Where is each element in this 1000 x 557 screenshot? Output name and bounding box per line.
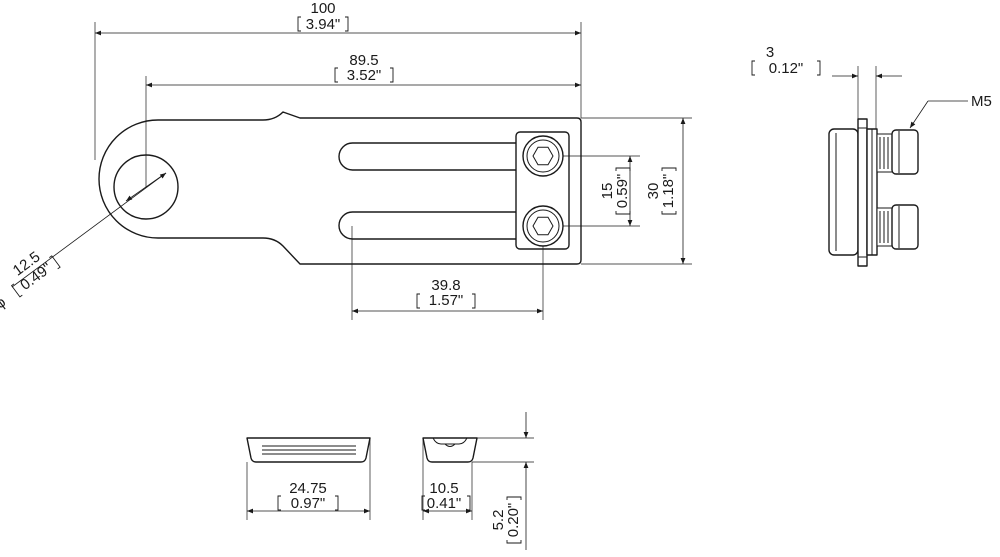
nut-height-mm: 5.2	[490, 510, 507, 531]
clamp-length-mm: 39.8	[431, 277, 460, 294]
screw-spacing-mm: 15	[599, 183, 616, 200]
plate-thickness-mm: 3	[766, 44, 774, 61]
nut-length-mm: 24.75	[289, 480, 327, 497]
clamp-block	[515, 131, 570, 250]
slot-length-inch: 3.52"	[347, 67, 382, 84]
dim-nut-length: 24.75 0.97"	[246, 438, 371, 520]
nut-width-mm: 10.5	[429, 480, 458, 497]
slot-length-mm: 89.5	[349, 52, 378, 69]
overall-length-mm: 100	[310, 0, 335, 17]
width-inch: 1.18"	[660, 174, 677, 209]
dim-screw-spacing: 15 0.59"	[563, 155, 640, 227]
t-nut-top-view	[246, 437, 371, 463]
dim-nut-width: 10.5 0.41"	[421, 438, 473, 520]
bracket-side-view	[828, 118, 919, 267]
overall-length-inch: 3.94"	[306, 16, 341, 33]
dim-nut-height: 5.2 0.20"	[472, 412, 534, 550]
socket-screw-upper	[522, 135, 564, 177]
nut-width-inch: 0.41"	[427, 495, 462, 512]
dim-width: 30 1.18"	[581, 117, 692, 265]
screw-spacing-inch: 0.59"	[614, 174, 631, 209]
bracket-top-view	[98, 111, 582, 265]
dim-slot-length: 89.5 3.52"	[145, 52, 581, 187]
hole-diameter-symbol: ϕ	[0, 294, 9, 313]
dim-clamp-length: 39.8 1.57"	[351, 226, 544, 320]
nut-length-inch: 0.97"	[291, 495, 326, 512]
dim-plate-thickness: 3 0.12"	[751, 44, 902, 129]
nut-height-inch: 0.20"	[505, 503, 522, 538]
width-mm: 30	[645, 183, 662, 200]
clamp-length-inch: 1.57"	[429, 292, 464, 309]
side-plate	[828, 128, 859, 256]
side-screw-upper	[876, 129, 919, 175]
thread-label: M5	[971, 93, 992, 110]
side-screw-lower	[876, 204, 919, 250]
dim-overall-length: 100 3.94"	[94, 0, 582, 160]
t-nut-end-view	[422, 437, 478, 463]
thread-callout: M5	[909, 93, 992, 129]
plate-thickness-inch: 0.12"	[769, 60, 804, 77]
